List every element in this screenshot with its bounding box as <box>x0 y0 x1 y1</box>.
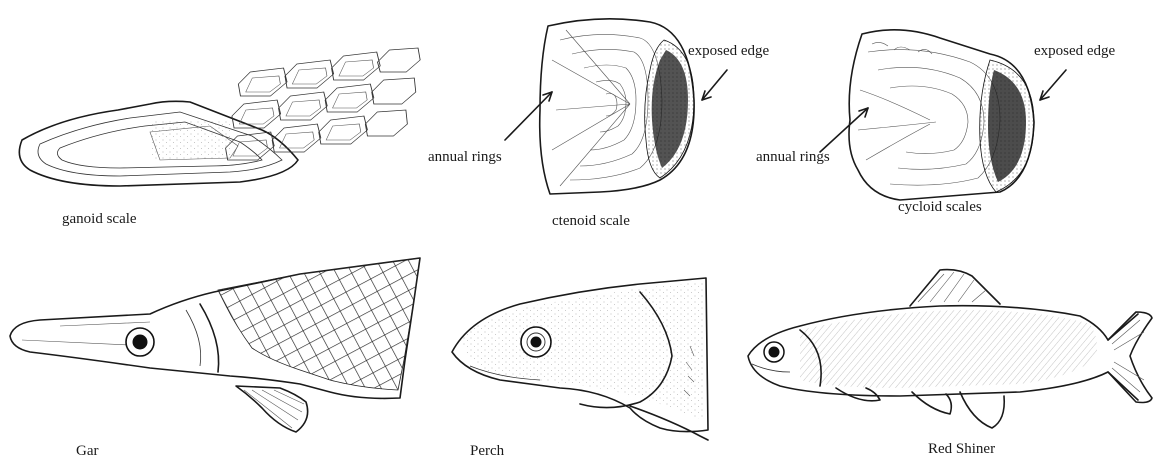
cycloid-scale-drawing <box>820 30 1066 200</box>
gar-drawing <box>10 258 420 432</box>
ctenoid-annual-rings-label: annual rings <box>428 150 502 165</box>
ctenoid-scale-caption: ctenoid scale <box>552 214 630 229</box>
red-shiner-drawing <box>748 270 1152 428</box>
ganoid-scale-caption: ganoid scale <box>62 212 137 227</box>
ganoid-scale-drawing <box>19 101 298 186</box>
red-shiner-caption: Red Shiner <box>928 442 995 457</box>
cycloid-annual-rings-label: annual rings <box>756 150 830 165</box>
gar-caption: Gar <box>76 444 99 459</box>
perch-drawing <box>452 278 708 440</box>
ganoid-scale-rows-drawing <box>214 48 432 160</box>
cycloid-exposed-edge-label: exposed edge <box>1034 44 1115 59</box>
ctenoid-exposed-edge-label: exposed edge <box>688 44 769 59</box>
perch-caption: Perch <box>470 444 504 459</box>
cycloid-scales-caption: cycloid scales <box>898 200 982 215</box>
